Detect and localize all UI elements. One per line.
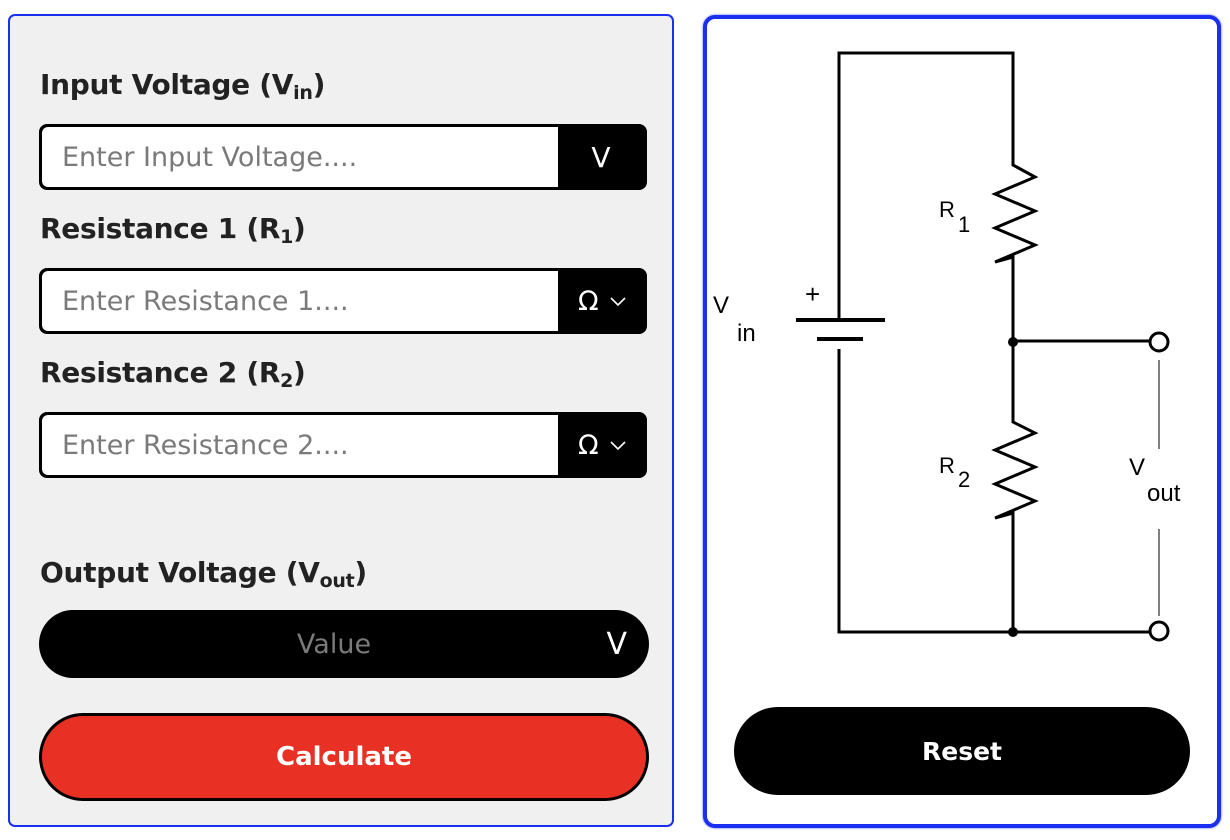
resistance1-field[interactable] <box>42 271 558 331</box>
r1-label: R1 <box>939 197 970 237</box>
voltage-divider-circuit-diagram: + Vin R1 R2 Vout <box>713 51 1181 642</box>
resistor-r1-symbol <box>991 162 1039 270</box>
vout-terminal-bottom <box>1148 620 1170 642</box>
wire-bottom <box>837 349 1152 634</box>
output-voltage-label: Output Voltage (Vout) <box>40 556 367 592</box>
calculator-panel: Input Voltage (Vin) V Resistance 1 (R1) … <box>8 14 674 827</box>
resistance2-group: Ω <box>39 412 647 478</box>
wire-top <box>837 51 1015 322</box>
vout-terminal-top <box>1148 331 1170 353</box>
diagram-panel: + Vin R1 R2 Vout Reset <box>703 15 1221 828</box>
resistance2-unit-select[interactable]: Ω <box>558 415 644 475</box>
input-voltage-field[interactable] <box>42 127 558 187</box>
circuit-wires <box>837 51 1152 634</box>
junction-dot-top <box>1008 337 1018 347</box>
resistance1-unit-select[interactable]: Ω <box>558 271 644 331</box>
resistance2-field[interactable] <box>42 415 558 475</box>
resistor-r2-symbol <box>991 420 1039 524</box>
input-voltage-label: Input Voltage (Vin) <box>40 68 326 104</box>
output-voltage-value: Value <box>296 628 372 660</box>
calculate-button[interactable]: Calculate <box>39 713 649 801</box>
output-voltage-unit: V <box>606 626 627 662</box>
resistance1-label: Resistance 1 (R1) <box>40 212 306 248</box>
resistance2-label: Resistance 2 (R2) <box>40 356 306 392</box>
battery-plus-sign: + <box>805 279 820 309</box>
resistance2-unit-value: Ω <box>578 429 599 461</box>
resistance1-unit-value: Ω <box>578 285 599 317</box>
output-voltage-display: Value V <box>39 610 649 678</box>
input-voltage-group: V <box>39 124 647 190</box>
junction-dot-bottom <box>1008 627 1018 637</box>
chevron-down-icon <box>610 297 626 307</box>
input-voltage-unit: V <box>591 140 611 174</box>
chevron-down-icon <box>610 441 626 451</box>
vout-label: Vout <box>1129 454 1181 507</box>
resistance1-group: Ω <box>39 268 647 334</box>
vin-label: Vin <box>713 292 756 347</box>
r2-label: R2 <box>939 453 970 492</box>
reset-button[interactable]: Reset <box>734 707 1190 795</box>
